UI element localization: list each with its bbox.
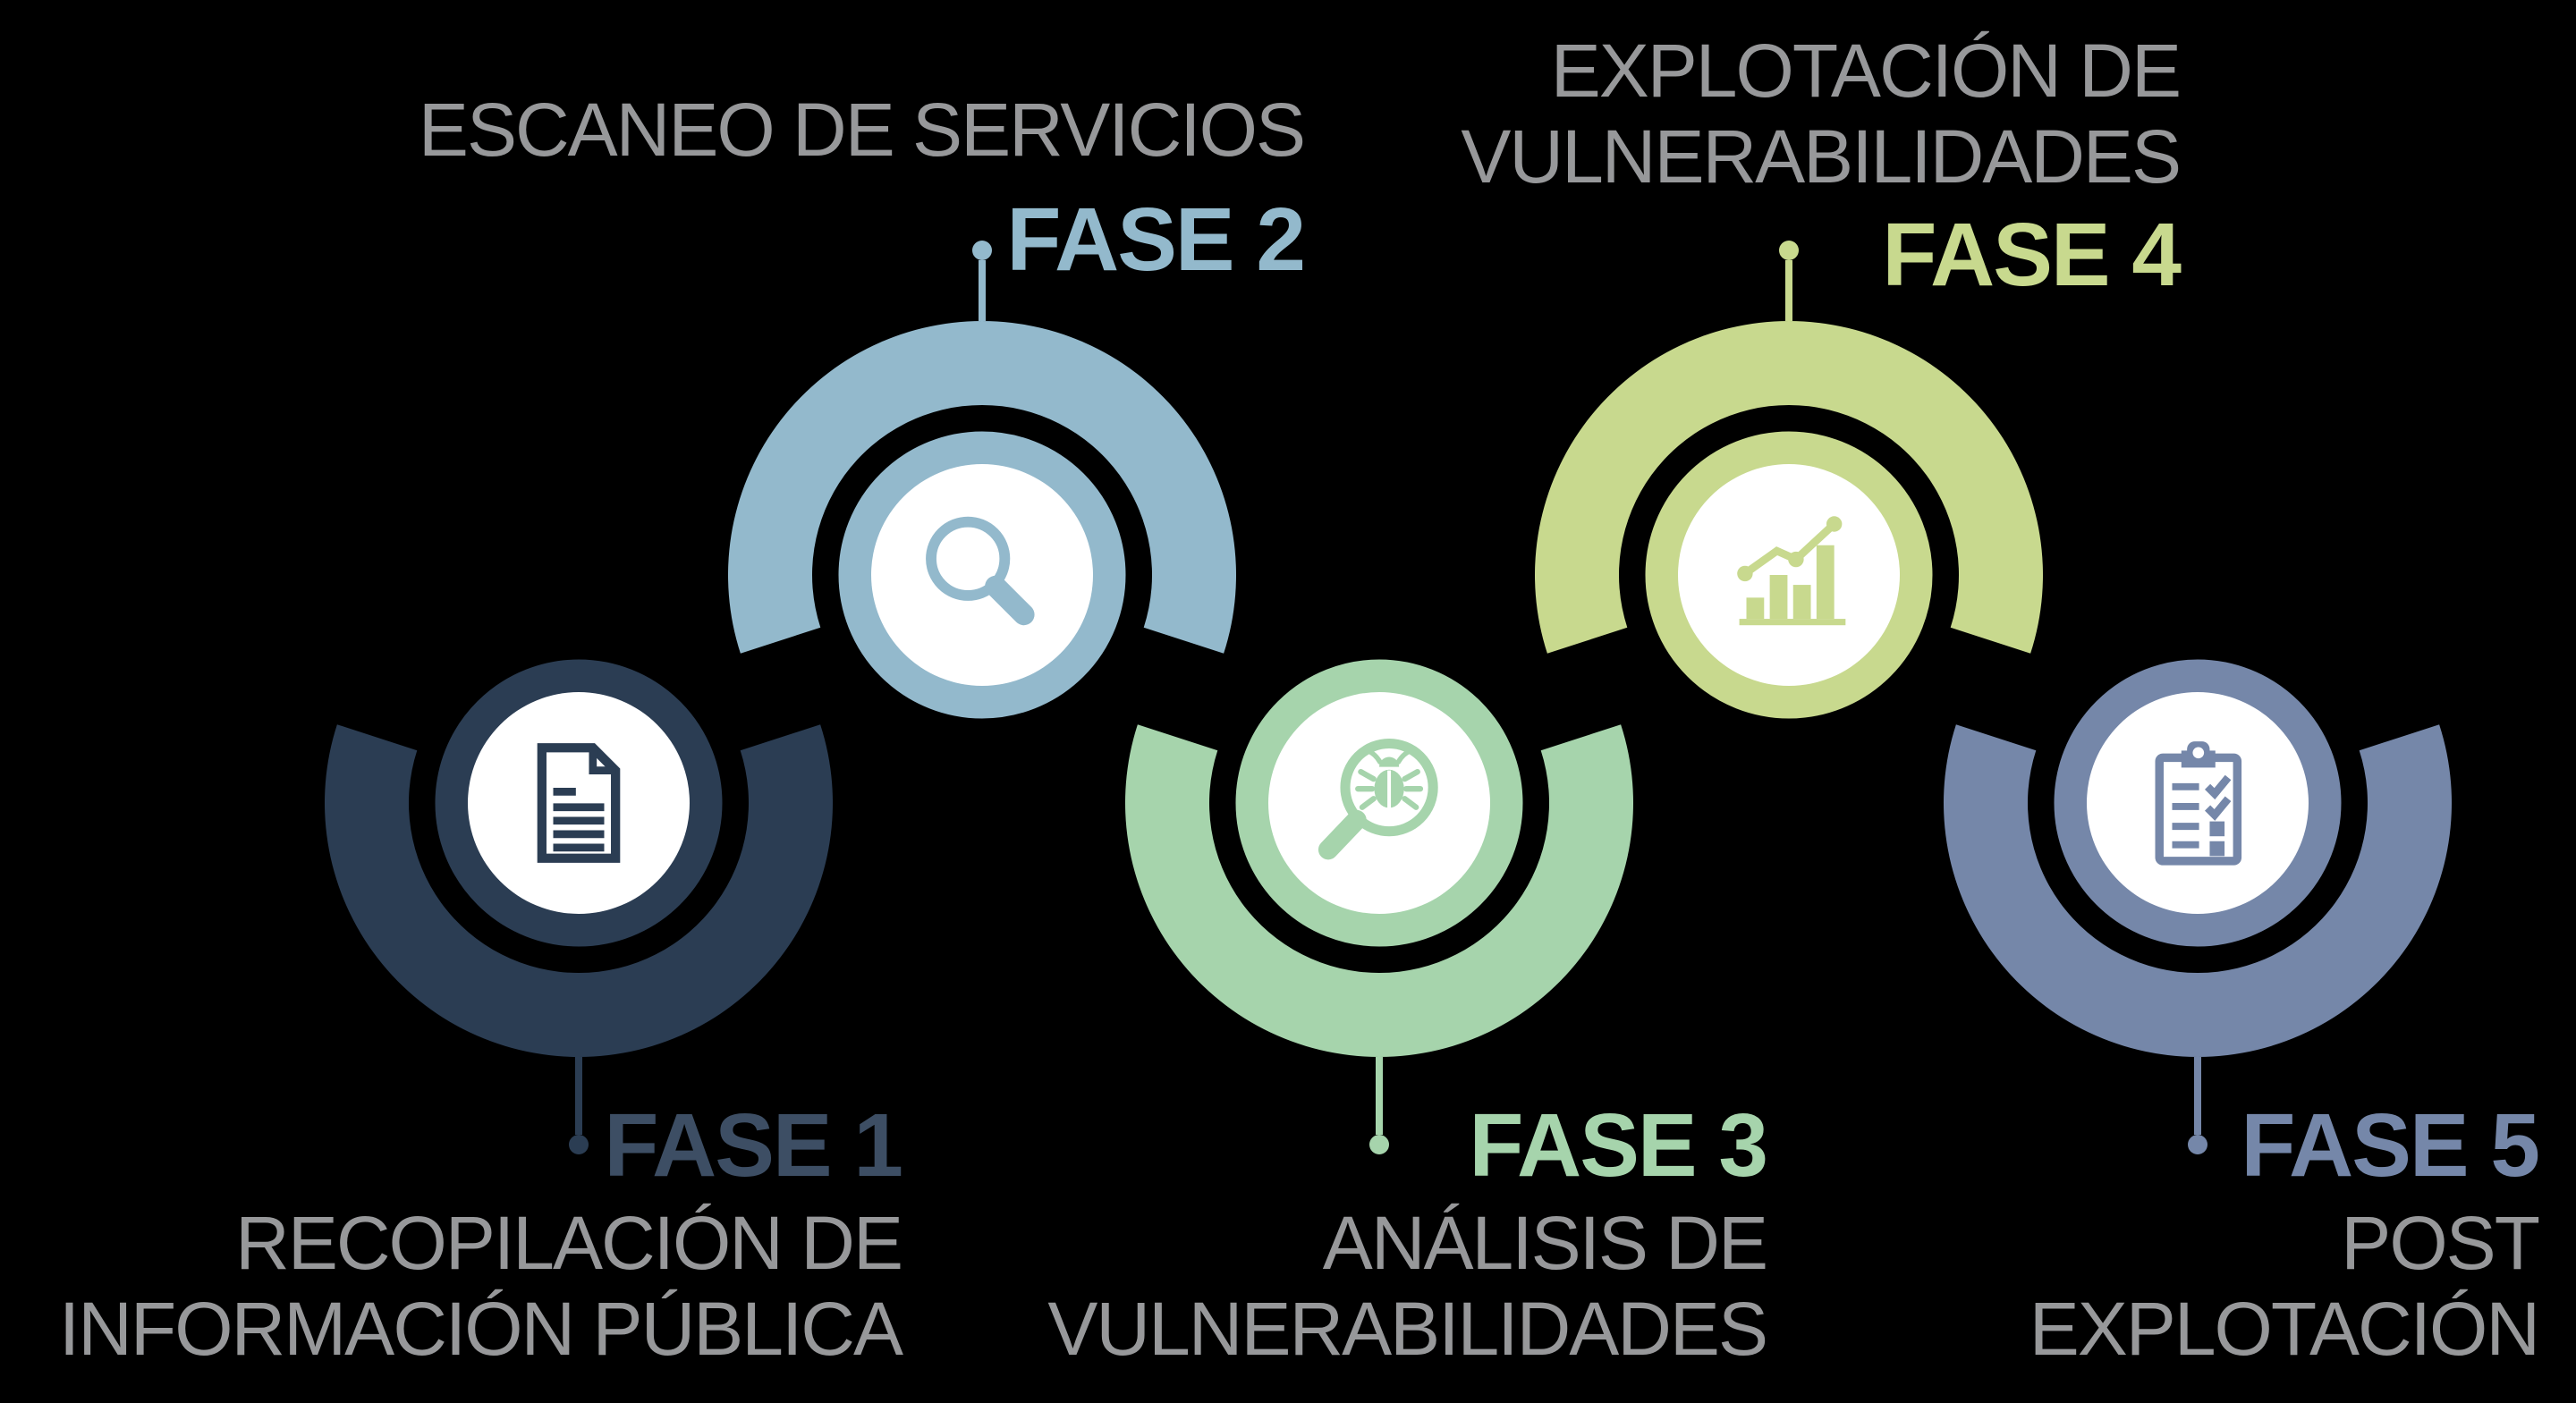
fase-2-connector-dot xyxy=(972,241,992,260)
fase-5-icon-ring xyxy=(2054,659,2342,947)
fase-2-outer-arc xyxy=(727,321,1236,654)
fase-3-connector-dot xyxy=(1369,1135,1389,1154)
fase-4-label: FASE 4 xyxy=(1882,205,2182,305)
fase-5-description-line-1: POST xyxy=(2341,1201,2540,1285)
fase-3-outer-arc xyxy=(1125,724,1633,1057)
fase-1-connector-dot xyxy=(569,1135,589,1154)
fase-3-unit xyxy=(1125,659,1633,1154)
fase-5-connector-dot xyxy=(2188,1135,2207,1154)
fase-2-icon-circle xyxy=(871,464,1093,686)
fase-5-unit xyxy=(1944,659,2453,1154)
fase-1-label: FASE 1 xyxy=(604,1095,903,1196)
fase-4-icon-circle xyxy=(1678,464,1900,686)
fase-4-unit xyxy=(1535,241,2043,719)
fase-4-description-line-1: EXPLOTACIÓN DE xyxy=(1550,29,2182,113)
fase-2-unit xyxy=(727,241,1236,719)
fase-1-icon-ring xyxy=(435,659,723,947)
fase-1-unit xyxy=(325,659,834,1154)
fase-4-icon-ring xyxy=(1645,431,1933,719)
fase-1-description-line-1: RECOPILACIÓN DE xyxy=(235,1201,903,1285)
fase-4-outer-arc xyxy=(1535,321,2043,654)
fase-5-description-line-2: EXPLOTACIÓN xyxy=(2029,1287,2540,1371)
fase-4-description-line-2: VULNERABILIDADES xyxy=(1461,114,2182,199)
fase-3-icon-ring xyxy=(1235,659,1523,947)
fase-2-label: FASE 2 xyxy=(1006,190,1306,290)
fase-5-label: FASE 5 xyxy=(2241,1095,2540,1196)
fase-1-icon-circle xyxy=(468,692,690,914)
fase-3-label: FASE 3 xyxy=(1469,1095,1768,1196)
fase-2-description-line-1: ESCANEO DE SERVICIOS xyxy=(418,88,1306,172)
fase-5-outer-arc xyxy=(1944,724,2453,1057)
fase-3-description-line-2: VULNERABILIDADES xyxy=(1047,1287,1768,1371)
fase-4-connector-dot xyxy=(1779,241,1799,260)
fase-1-description-line-2: INFORMACIÓN PÚBLICA xyxy=(58,1287,903,1371)
fase-3-description-line-1: ANÁLISIS DE xyxy=(1322,1201,1768,1285)
fase-1-outer-arc xyxy=(325,724,834,1057)
fase-2-icon-ring xyxy=(838,431,1126,719)
